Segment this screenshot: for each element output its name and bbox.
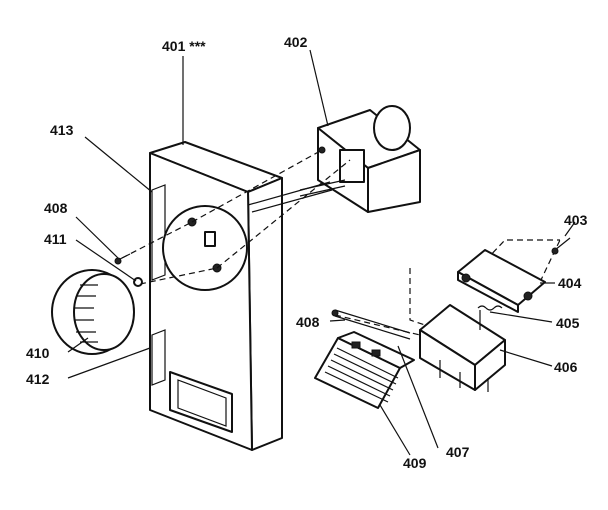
label-413: 413: [50, 122, 74, 138]
spring-405: [477, 305, 503, 330]
bracket-404: [457, 249, 546, 313]
label-403: 403: [564, 212, 588, 228]
label-407: 407: [446, 444, 470, 460]
label-408-screw: 408: [44, 200, 68, 216]
screw-403: [551, 237, 571, 255]
label-412: 412: [26, 371, 50, 387]
label-410: 410: [26, 345, 50, 361]
switch-base-406: [419, 304, 506, 392]
leader-lines: [67, 49, 576, 456]
label-402: 402: [284, 34, 308, 50]
motor-402: [299, 105, 421, 213]
shaft: [247, 181, 333, 213]
rod-408: [331, 309, 411, 340]
actuator-409: [314, 331, 415, 409]
control-panel-401: [149, 141, 283, 451]
assembly-guide-lines: [121, 149, 561, 336]
washer-411: [133, 277, 143, 287]
label-406: 406: [554, 359, 578, 375]
label-408-rod: 408: [296, 314, 320, 330]
knob-410: [51, 269, 135, 355]
label-404: 404: [558, 275, 582, 291]
label-405: 405: [556, 315, 580, 331]
screw-408: [114, 253, 131, 265]
label-411: 411: [44, 231, 67, 247]
label-401: 401 ***: [162, 38, 206, 54]
label-409: 409: [403, 455, 427, 471]
